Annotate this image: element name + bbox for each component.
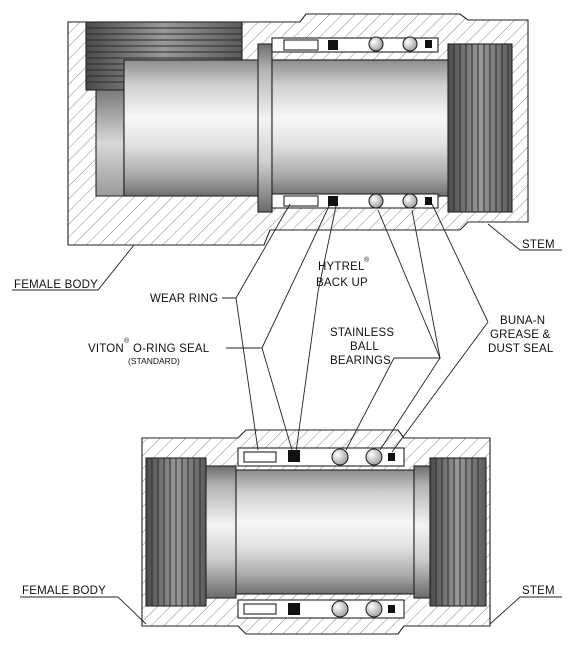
label-wear-ring: WEAR RING — [150, 293, 218, 305]
label-stem-bottom: STEM — [522, 585, 555, 597]
label-female-body-top: FEMALE BODY — [14, 279, 98, 291]
bottom-dust-seal-upper — [388, 453, 395, 461]
top-view — [67, 13, 529, 246]
label-grease: GREASE & — [490, 329, 551, 341]
bottom-wear-ring-lower — [243, 603, 277, 615]
bottom-view — [141, 429, 491, 635]
bottom-ball-lower-2 — [365, 600, 383, 618]
label-hytrel-reg: ® — [364, 256, 370, 264]
label-dust-seal: DUST SEAL — [488, 343, 554, 355]
label-ball: BALL — [350, 341, 379, 353]
top-ball-lower-1 — [368, 193, 384, 209]
label-viton-reg: ® — [124, 337, 130, 345]
top-dust-seal-upper — [425, 40, 432, 48]
bottom-ball-upper-1 — [331, 448, 349, 466]
top-stem-bore — [271, 59, 461, 197]
top-oring-lower — [328, 196, 338, 206]
bottom-ball-upper-2 — [365, 448, 383, 466]
top-right-thread-lines — [453, 44, 509, 212]
label-buna-n: BUNA-N — [500, 315, 545, 327]
leader-lines — [12, 203, 562, 625]
bottom-oring-lower — [288, 603, 300, 615]
bottom-right-thread — [429, 457, 487, 607]
label-viton: VITON — [88, 343, 124, 355]
label-stainless: STAINLESS — [330, 327, 394, 339]
bottom-oring-upper — [288, 450, 300, 462]
label-stem-top: STEM — [522, 239, 555, 251]
bottom-main-bore — [235, 469, 415, 595]
top-right-thread — [447, 43, 513, 213]
label-bearings: BEARINGS — [330, 355, 391, 367]
label-hytrel: HYTREL — [318, 261, 365, 273]
bottom-left-thread-lines — [151, 458, 201, 606]
top-oring-upper — [328, 40, 338, 50]
callout-labels: FEMALE BODY STEM WEAR RING HYTREL ® BACK… — [14, 239, 555, 597]
top-wear-ring-lower — [283, 195, 319, 207]
top-ball-lower-2 — [402, 193, 418, 209]
bottom-groove-strip-upper — [237, 447, 405, 467]
top-wear-ring-upper — [283, 39, 319, 51]
top-stem-end-ring — [257, 43, 273, 213]
bottom-ball-lower-1 — [331, 600, 349, 618]
label-back-up: BACK UP — [316, 277, 368, 289]
bottom-right-step — [413, 465, 431, 599]
bottom-right-thread-lines — [435, 458, 479, 606]
label-standard: (STANDARD) — [128, 356, 180, 366]
bottom-dust-seal-lower — [388, 605, 395, 613]
top-dust-seal-lower — [425, 197, 432, 205]
top-ball-upper-2 — [402, 36, 418, 52]
bottom-wear-ring-upper — [243, 451, 277, 463]
bottom-left-step — [205, 465, 237, 599]
top-ball-upper-1 — [368, 36, 384, 52]
label-female-body-bottom: FEMALE BODY — [22, 585, 106, 597]
label-oring-seal: O-RING SEAL — [133, 343, 210, 355]
bottom-groove-strip-lower — [237, 599, 405, 619]
